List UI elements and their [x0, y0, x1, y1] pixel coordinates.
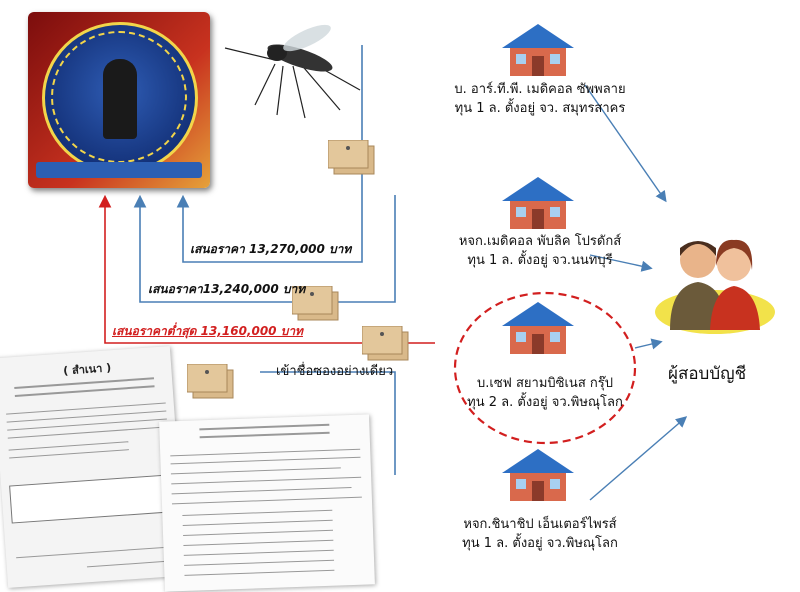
bid-label-lowest: เสนอราคาต่ำสุด 13,160,000 บาท — [112, 324, 303, 338]
envelope-icon-2 — [292, 286, 339, 321]
document-heading: ( สำเนา ) — [62, 361, 112, 378]
audit-arrow-2 — [589, 254, 653, 272]
company-3-label: บ.เซฟ สยามบิซิเนส กรุ๊ป ทุน 2 ล. ตั้งอยู… — [425, 374, 665, 412]
audit-arrow-3 — [634, 338, 663, 350]
mosquito-icon — [224, 24, 361, 119]
company-1-house-icon — [502, 24, 574, 76]
company-3-name: บ.เซฟ สยามบิซิเนส กรุ๊ป — [477, 376, 613, 391]
auditor-label: ผู้สอบบัญชี — [668, 364, 747, 384]
audit-arrow-1 — [584, 84, 667, 203]
company-1-detail: ทุน 1 ล. ตั้งอยู่ จว. สมุทรสาคร — [454, 101, 626, 116]
company-2-name: หจก.เมดิคอล พับลิค โปรดักส์ — [458, 234, 622, 249]
agency-logo — [28, 12, 210, 188]
bid-line-3 — [98, 194, 435, 344]
company-1-name: บ. อาร์.ที.พี. เมดิคอล ซัพพลาย — [454, 82, 626, 97]
company-2-label: หจก.เมดิคอล พับลิค โปรดักส์ ทุน 1 ล. ตั้… — [420, 232, 660, 270]
company-1-label: บ. อาร์.ที.พี. เมดิคอล ซัพพลาย ทุน 1 ล. … — [420, 80, 660, 118]
document-scan-2 — [159, 414, 375, 592]
bid-line-4 — [260, 371, 396, 475]
company-3-house-icon — [502, 302, 574, 354]
bid-label-2: เสนอราคา13,240,000 บาท — [148, 282, 306, 296]
envelope-icon-3 — [362, 326, 409, 361]
auditor-people-icon — [655, 239, 775, 334]
company-3-detail: ทุน 2 ล. ตั้งอยู่ จว.พิษณุโลก — [467, 395, 623, 410]
logo-guardian-figure — [103, 59, 137, 139]
envelope-icon-1 — [328, 140, 375, 175]
logo-banner — [36, 162, 202, 178]
company-2-detail: ทุน 1 ล. ตั้งอยู่ จว.นนทบุรี — [467, 253, 613, 268]
company-4-name: หจก.ชินาชิป เอ็นเตอร์ไพรส์ — [463, 517, 617, 532]
company-4-label: หจก.ชินาชิป เอ็นเตอร์ไพรส์ ทุน 1 ล. ตั้ง… — [420, 515, 660, 553]
audit-arrow-4 — [589, 416, 688, 501]
document-scan-1: ( สำเนา ) — [0, 346, 186, 588]
document-table — [9, 474, 174, 524]
bid-label-1: เสนอราคา 13,270,000 บาท — [190, 242, 352, 256]
bid-line-2 — [133, 194, 396, 303]
envelope-icon-4 — [187, 364, 234, 399]
winner-highlight — [453, 291, 637, 445]
single-envelope-note: เข้าชื่อซองอย่างเดียว — [276, 364, 394, 379]
logo-emblem — [42, 22, 198, 174]
company-2-house-icon — [502, 177, 574, 229]
company-4-detail: ทุน 1 ล. ตั้งอยู่ จว.พิษณุโลก — [462, 536, 618, 551]
company-4-house-icon — [502, 449, 574, 501]
